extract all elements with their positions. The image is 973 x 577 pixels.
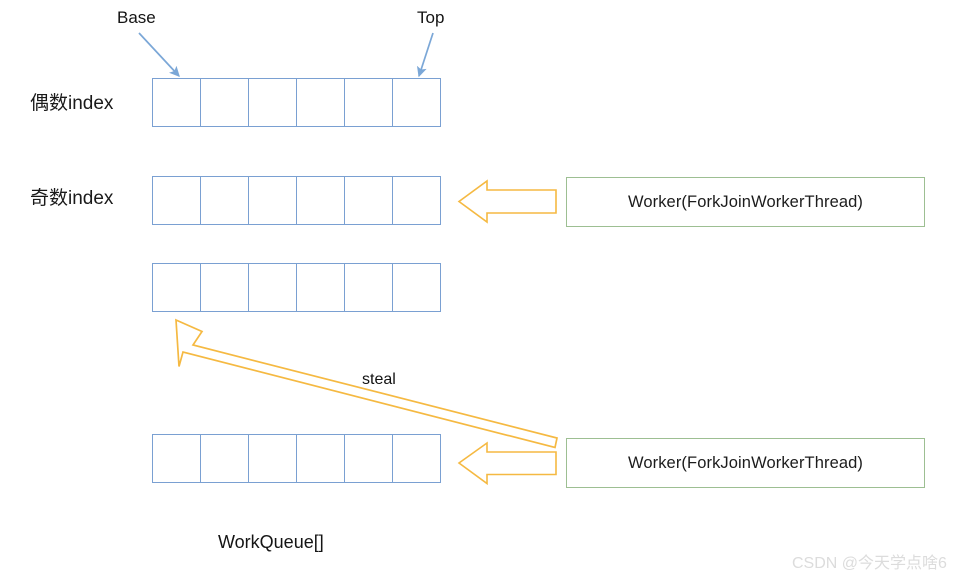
- worker-box-top-label: Worker(ForkJoinWorkerThread): [627, 192, 864, 211]
- queue-cell[interactable]: [152, 176, 201, 225]
- queue-cell[interactable]: [152, 263, 201, 312]
- work-queue-row-2: [152, 176, 443, 225]
- queue-cell[interactable]: [344, 176, 393, 225]
- queue-cell[interactable]: [248, 434, 297, 483]
- work-queue-row-3: [152, 263, 443, 312]
- worker-to-queue-arrow-bottom: [457, 441, 557, 486]
- queue-cell[interactable]: [392, 434, 441, 483]
- worker-box-bottom-label: Worker(ForkJoinWorkerThread): [627, 453, 864, 472]
- csdn-watermark: CSDN @今天学点啥6: [792, 555, 947, 572]
- queue-cell[interactable]: [200, 263, 249, 312]
- steal-label: steal: [362, 371, 396, 388]
- work-queue-caption: WorkQueue[]: [218, 532, 324, 552]
- queue-cell[interactable]: [296, 176, 345, 225]
- worker-box-bottom[interactable]: Worker(ForkJoinWorkerThread): [566, 438, 925, 488]
- base-pointer-arrow: [138, 32, 180, 77]
- queue-cell[interactable]: [200, 78, 249, 127]
- queue-cell[interactable]: [296, 78, 345, 127]
- row-label-even: 偶数index: [30, 93, 114, 114]
- worker-to-queue-arrow-top: [457, 179, 557, 224]
- queue-cell[interactable]: [296, 434, 345, 483]
- queue-cell[interactable]: [392, 78, 441, 127]
- work-queue-row-4: [152, 434, 443, 483]
- queue-cell[interactable]: [392, 263, 441, 312]
- queue-cell[interactable]: [200, 434, 249, 483]
- queue-cell[interactable]: [392, 176, 441, 225]
- queue-cell[interactable]: [152, 434, 201, 483]
- worker-box-top[interactable]: Worker(ForkJoinWorkerThread): [566, 177, 925, 227]
- queue-cell[interactable]: [200, 176, 249, 225]
- queue-cell[interactable]: [344, 434, 393, 483]
- row-label-odd: 奇数index: [30, 188, 114, 209]
- queue-cell[interactable]: [248, 78, 297, 127]
- queue-cell[interactable]: [344, 263, 393, 312]
- top-label: Top: [417, 8, 445, 27]
- queue-cell[interactable]: [296, 263, 345, 312]
- queue-cell[interactable]: [248, 263, 297, 312]
- queue-cell[interactable]: [152, 78, 201, 127]
- queue-cell[interactable]: [344, 78, 393, 127]
- queue-cell[interactable]: [248, 176, 297, 225]
- top-pointer-arrow: [416, 32, 434, 78]
- work-queue-row-1: [152, 78, 443, 127]
- base-label: Base: [117, 8, 156, 27]
